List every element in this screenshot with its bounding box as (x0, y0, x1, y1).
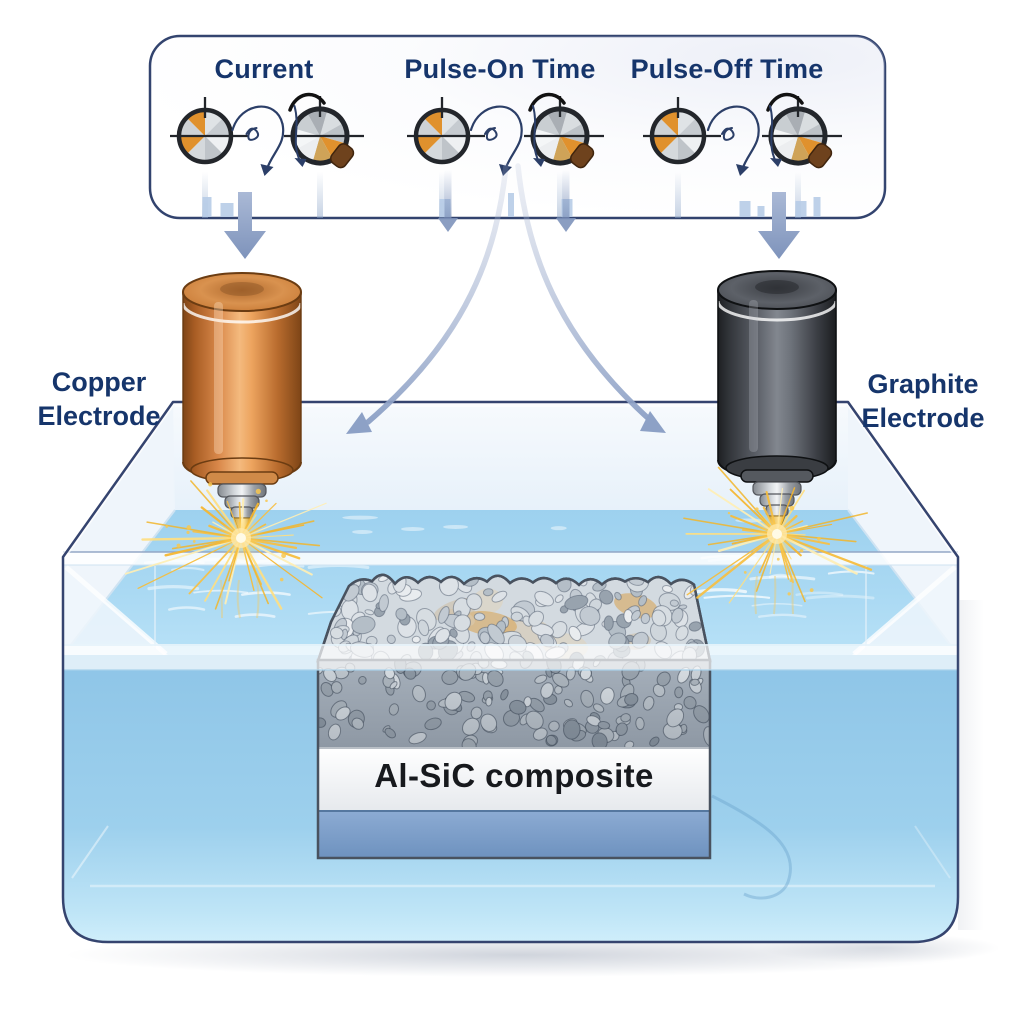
dial-knob-icon (524, 92, 604, 218)
graphite-electrode (716, 270, 838, 534)
dial-knob-icon (284, 92, 364, 218)
waterline (63, 644, 958, 671)
tank-back-wall (173, 402, 848, 510)
down-arrow-icon (224, 192, 266, 259)
control-label-pulse-on-time: Pulse-On Time (404, 54, 596, 84)
control-panel-board (148, 34, 887, 220)
wire-squiggle-icon (231, 105, 307, 176)
workpiece-label: Al-SiC composite (374, 757, 654, 794)
workpiece-block (316, 573, 712, 860)
wire-squiggle-icon (706, 105, 782, 176)
down-arrow-icon (556, 218, 576, 232)
workpiece-label-band (318, 748, 710, 811)
spark-icon (124, 480, 327, 619)
workpiece-base-band (318, 811, 710, 858)
copper-electrode-label: Copper Electrode (37, 367, 161, 431)
down-arrow-icon (758, 192, 800, 259)
signal-arrows (224, 163, 800, 434)
spark-icon (683, 466, 873, 615)
curved-arrow-icon (515, 163, 653, 423)
curved-arrow-icon (365, 163, 509, 425)
graphite-electrode-label: Graphite Electrode (861, 369, 985, 433)
water-swirl (711, 794, 792, 900)
down-arrow-icon (438, 218, 458, 232)
copper-electrode (181, 272, 303, 536)
dial-knob-icon (643, 97, 721, 218)
dial-knob-icon (407, 97, 485, 218)
dial-knob-icon (170, 97, 248, 218)
control-label-current: Current (214, 54, 314, 84)
control-label-pulse-off-time: Pulse-Off Time (630, 54, 824, 84)
